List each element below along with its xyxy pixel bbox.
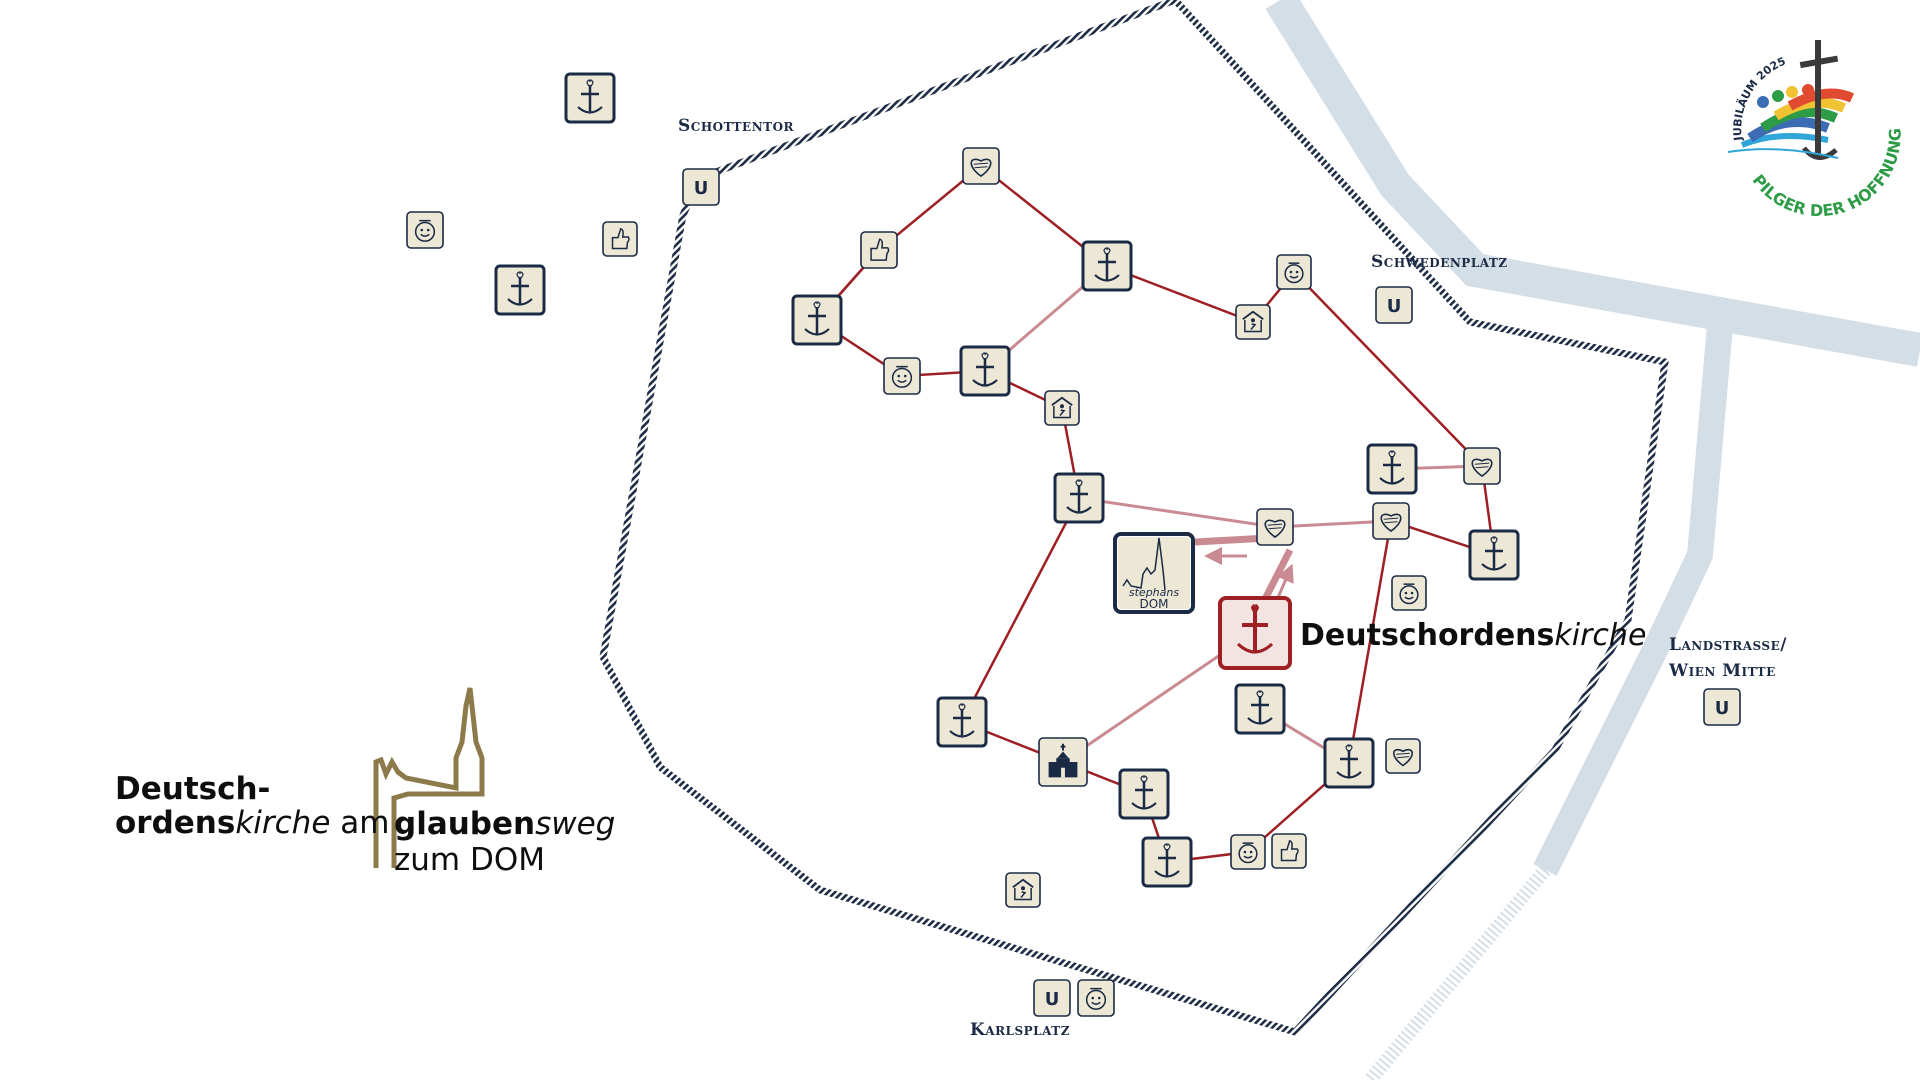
ubahn-schottentor-icon[interactable]: U xyxy=(682,168,720,206)
brand-line3-italic: sweg xyxy=(535,806,616,842)
direction-arrows xyxy=(1194,534,1294,607)
svg-text:JUBILÄUM 2025: JUBILÄUM 2025 xyxy=(1731,55,1788,143)
cross-icon[interactable] xyxy=(1081,240,1133,292)
cross-icon[interactable] xyxy=(791,294,843,346)
ubahn-schwedenplatz-icon[interactable]: U xyxy=(1375,286,1413,324)
ubahn-symbol: U xyxy=(694,178,709,199)
heart-icon[interactable] xyxy=(962,147,1000,185)
church-icon[interactable] xyxy=(1038,737,1088,787)
heart-icon[interactable] xyxy=(1256,508,1294,546)
city-ring-wall xyxy=(599,0,1669,1036)
brand-way: glaubensweg zum DOM xyxy=(394,806,615,878)
cross-icon[interactable] xyxy=(494,264,546,316)
deutschordenskirche-icon[interactable] xyxy=(1218,596,1292,670)
ubahn-symbol: U xyxy=(1387,296,1402,317)
station-label-landstrasse-line1: Landstrasse/ xyxy=(1669,635,1787,655)
smile-icon[interactable] xyxy=(883,357,921,395)
path-segment-secondary xyxy=(1062,653,1221,764)
ubahn-symbol: U xyxy=(1715,698,1730,719)
map-icons[interactable]: U U U U xyxy=(406,72,1741,1017)
brand-title: Deutsch- ordenskirche am xyxy=(115,772,389,840)
cross-icon[interactable] xyxy=(1366,443,1418,495)
cross-icon[interactable] xyxy=(1141,836,1193,888)
brand-line3-bold: glauben xyxy=(394,806,536,842)
smile-icon[interactable] xyxy=(1230,834,1266,870)
dom-line1: stephans xyxy=(1129,586,1179,599)
church-label: Deutschordenskirche xyxy=(1300,618,1646,653)
cross-icon[interactable] xyxy=(1468,529,1520,581)
station-label-schwedenplatz: Schwedenplatz xyxy=(1371,252,1508,272)
cross-icon[interactable] xyxy=(1323,737,1375,789)
cross-icon[interactable] xyxy=(1053,472,1105,524)
thumb-icon[interactable] xyxy=(860,231,898,269)
brand-line2-bold: ordens xyxy=(115,805,236,841)
cross-icon[interactable] xyxy=(936,696,988,748)
ubahn-symbol: U xyxy=(1045,989,1060,1010)
dom-line2: DOM xyxy=(1139,597,1168,611)
path-segment-secondary xyxy=(1078,496,1392,529)
cathedral-outline-logo xyxy=(373,687,485,868)
jubilee-logo-text: JUBILÄUM 2025 PILGER DER HOFFNUNG xyxy=(1731,55,1902,220)
station-label-landstrasse-line2: Wien Mitte xyxy=(1669,661,1776,681)
brand-line4: zum DOM xyxy=(394,842,545,878)
stephansdom-icon[interactable]: stephans DOM xyxy=(1113,532,1195,614)
smile-icon[interactable] xyxy=(1391,575,1427,611)
thumb-icon[interactable] xyxy=(1271,833,1307,869)
ubahn-landstrasse-icon[interactable]: U xyxy=(1703,688,1741,726)
brand-line1: Deutsch- xyxy=(115,771,271,807)
station-label-schottentor: Schottentor xyxy=(678,116,795,136)
pray-icon[interactable] xyxy=(1235,304,1271,340)
brand-line2-italic: kirche xyxy=(235,805,331,841)
heart-icon[interactable] xyxy=(1372,502,1410,540)
station-label-landstrasse: Landstrasse/ Wien Mitte xyxy=(1669,632,1787,684)
heart-icon[interactable] xyxy=(1385,738,1421,774)
cross-icon[interactable] xyxy=(1234,683,1286,735)
smile-icon[interactable] xyxy=(1276,254,1312,290)
thumb-icon[interactable] xyxy=(602,221,638,257)
cross-icon[interactable] xyxy=(959,345,1011,397)
smile-icon[interactable] xyxy=(406,211,444,249)
jubilee-logo xyxy=(1727,40,1855,160)
svg-text:PILGER DER HOFFNUNG: PILGER DER HOFFNUNG xyxy=(1749,128,1902,220)
church-label-bold: Deutschordens xyxy=(1300,618,1555,653)
river xyxy=(1265,0,1920,1080)
cross-icon[interactable] xyxy=(1118,768,1170,820)
pray-icon[interactable] xyxy=(1005,872,1041,908)
station-label-karlsplatz: Karlsplatz xyxy=(970,1020,1070,1040)
heart-icon[interactable] xyxy=(1463,447,1501,485)
logo-arc-bottom: PILGER DER HOFFNUNG xyxy=(1749,128,1902,220)
cross-anchor-highlight-icon xyxy=(1236,604,1274,654)
logo-arc-top: JUBILÄUM 2025 xyxy=(1731,55,1788,143)
ubahn-karlsplatz-icon[interactable]: U xyxy=(1033,979,1071,1017)
brand-line2-rest: am xyxy=(330,805,390,841)
smile-icon[interactable] xyxy=(1077,979,1115,1017)
church-label-italic: kirche xyxy=(1554,618,1647,653)
pray-icon[interactable] xyxy=(1044,390,1080,426)
cross-icon[interactable] xyxy=(564,72,616,124)
